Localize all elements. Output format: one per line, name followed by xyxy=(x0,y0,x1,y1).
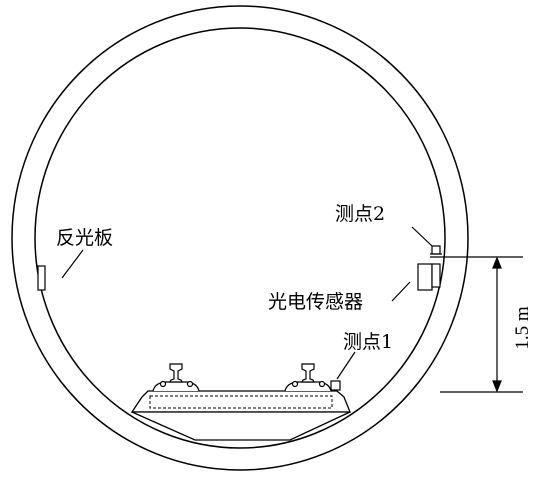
reflector-plate xyxy=(37,265,46,291)
right-rail-fastener-a xyxy=(291,380,299,388)
point1-leader xyxy=(336,351,356,380)
point1-marker xyxy=(330,380,341,391)
point2-label: 测点2 xyxy=(335,203,385,225)
right-rail xyxy=(301,363,315,383)
track-slab xyxy=(130,390,351,413)
tunnel-lining xyxy=(11,5,469,471)
dimension-label: 1.5 m xyxy=(512,306,533,350)
sensor-leader xyxy=(391,281,411,302)
dimension-arrowhead-top xyxy=(492,256,502,269)
height-dimension xyxy=(430,256,523,393)
point2-leader xyxy=(411,226,433,247)
sleeper-outline xyxy=(149,395,333,409)
dimension-arrowhead-bottom xyxy=(492,380,502,393)
right-rail-fastener-b xyxy=(318,380,326,388)
leader-lines xyxy=(61,226,433,380)
track-base xyxy=(131,411,351,441)
left-rail-fastener-b xyxy=(186,380,194,388)
tunnel-inner-ring xyxy=(34,27,446,449)
tunnel-outer-ring xyxy=(11,5,469,471)
left-rail-fastener-a xyxy=(159,380,167,388)
photoelectric-sensor xyxy=(417,263,441,291)
reflector-label: 反光板 xyxy=(56,227,113,249)
point2-marker xyxy=(430,245,442,255)
track-bed xyxy=(130,381,351,441)
point1-label: 测点1 xyxy=(343,331,393,353)
left-rail xyxy=(169,363,183,383)
sensor-label: 光电传感器 xyxy=(268,291,363,313)
rails xyxy=(159,363,326,388)
reflector-leader xyxy=(61,249,84,279)
